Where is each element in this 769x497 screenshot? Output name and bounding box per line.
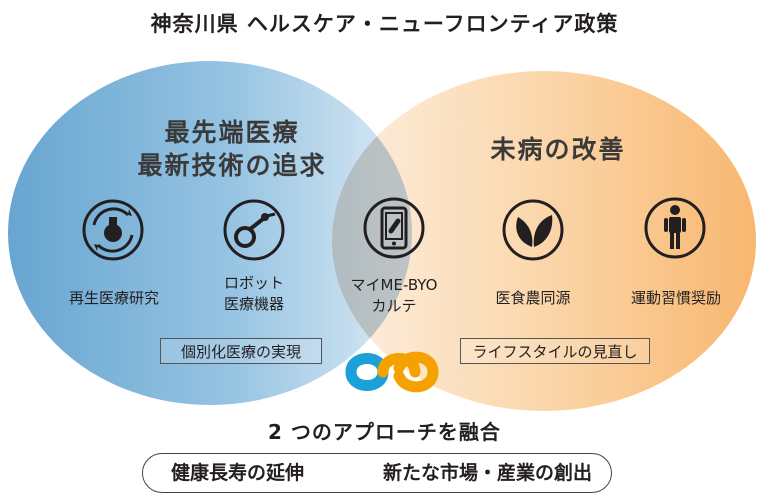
page-title: 神奈川県 ヘルスケア・ニューフロンティア政策 (150, 12, 619, 36)
left-circle (8, 61, 412, 405)
left-heading: 最先端医療 最新技術の追求 (112, 116, 352, 182)
smartphone-icon (363, 197, 425, 259)
item-label-mebyo-line1: マイME-BYO (350, 276, 438, 294)
item-label-mebyo-line2: カルテ (371, 297, 417, 315)
item-label-exercise-habits: 運動習慣奨励 (630, 289, 721, 307)
item-label-my-me-byo-karte: マイME-BYO カルテ (338, 275, 450, 317)
robot-arm-icon (223, 199, 285, 261)
item-label-regenerative-medicine: 再生医療研究 (68, 289, 159, 307)
item-label-robot-line1: ロボット (223, 274, 284, 292)
right-heading: 未病の改善 (490, 135, 626, 164)
fusion-text: 2 つのアプローチを融合 (268, 420, 501, 444)
outcome-new-markets: 新たな市場・産業の創出 (383, 462, 593, 484)
lifestyle-review-box: ライフスタイルの見直し (460, 338, 650, 364)
item-label-robot-line2: 医療機器 (223, 295, 284, 313)
personalized-medicine-box: 個別化医療の実現 (160, 338, 322, 364)
left-heading-line1: 最先端医療 (164, 118, 300, 147)
outcome-longevity: 健康長寿の延伸 (171, 462, 305, 484)
leaves-icon (502, 199, 564, 261)
left-heading-line2: 最新技術の追求 (137, 151, 327, 180)
right-circle (332, 71, 756, 411)
item-label-food-agriculture: 医食農同源 (495, 289, 571, 307)
item-label-robot-medical-devices: ロボット 医療機器 (204, 273, 304, 315)
walking-person-icon (644, 197, 706, 259)
infinity-logo (345, 351, 439, 393)
regenerative-flask-icon (82, 199, 144, 261)
outcomes-pill: 健康長寿の延伸 新たな市場・産業の創出 (142, 453, 612, 493)
